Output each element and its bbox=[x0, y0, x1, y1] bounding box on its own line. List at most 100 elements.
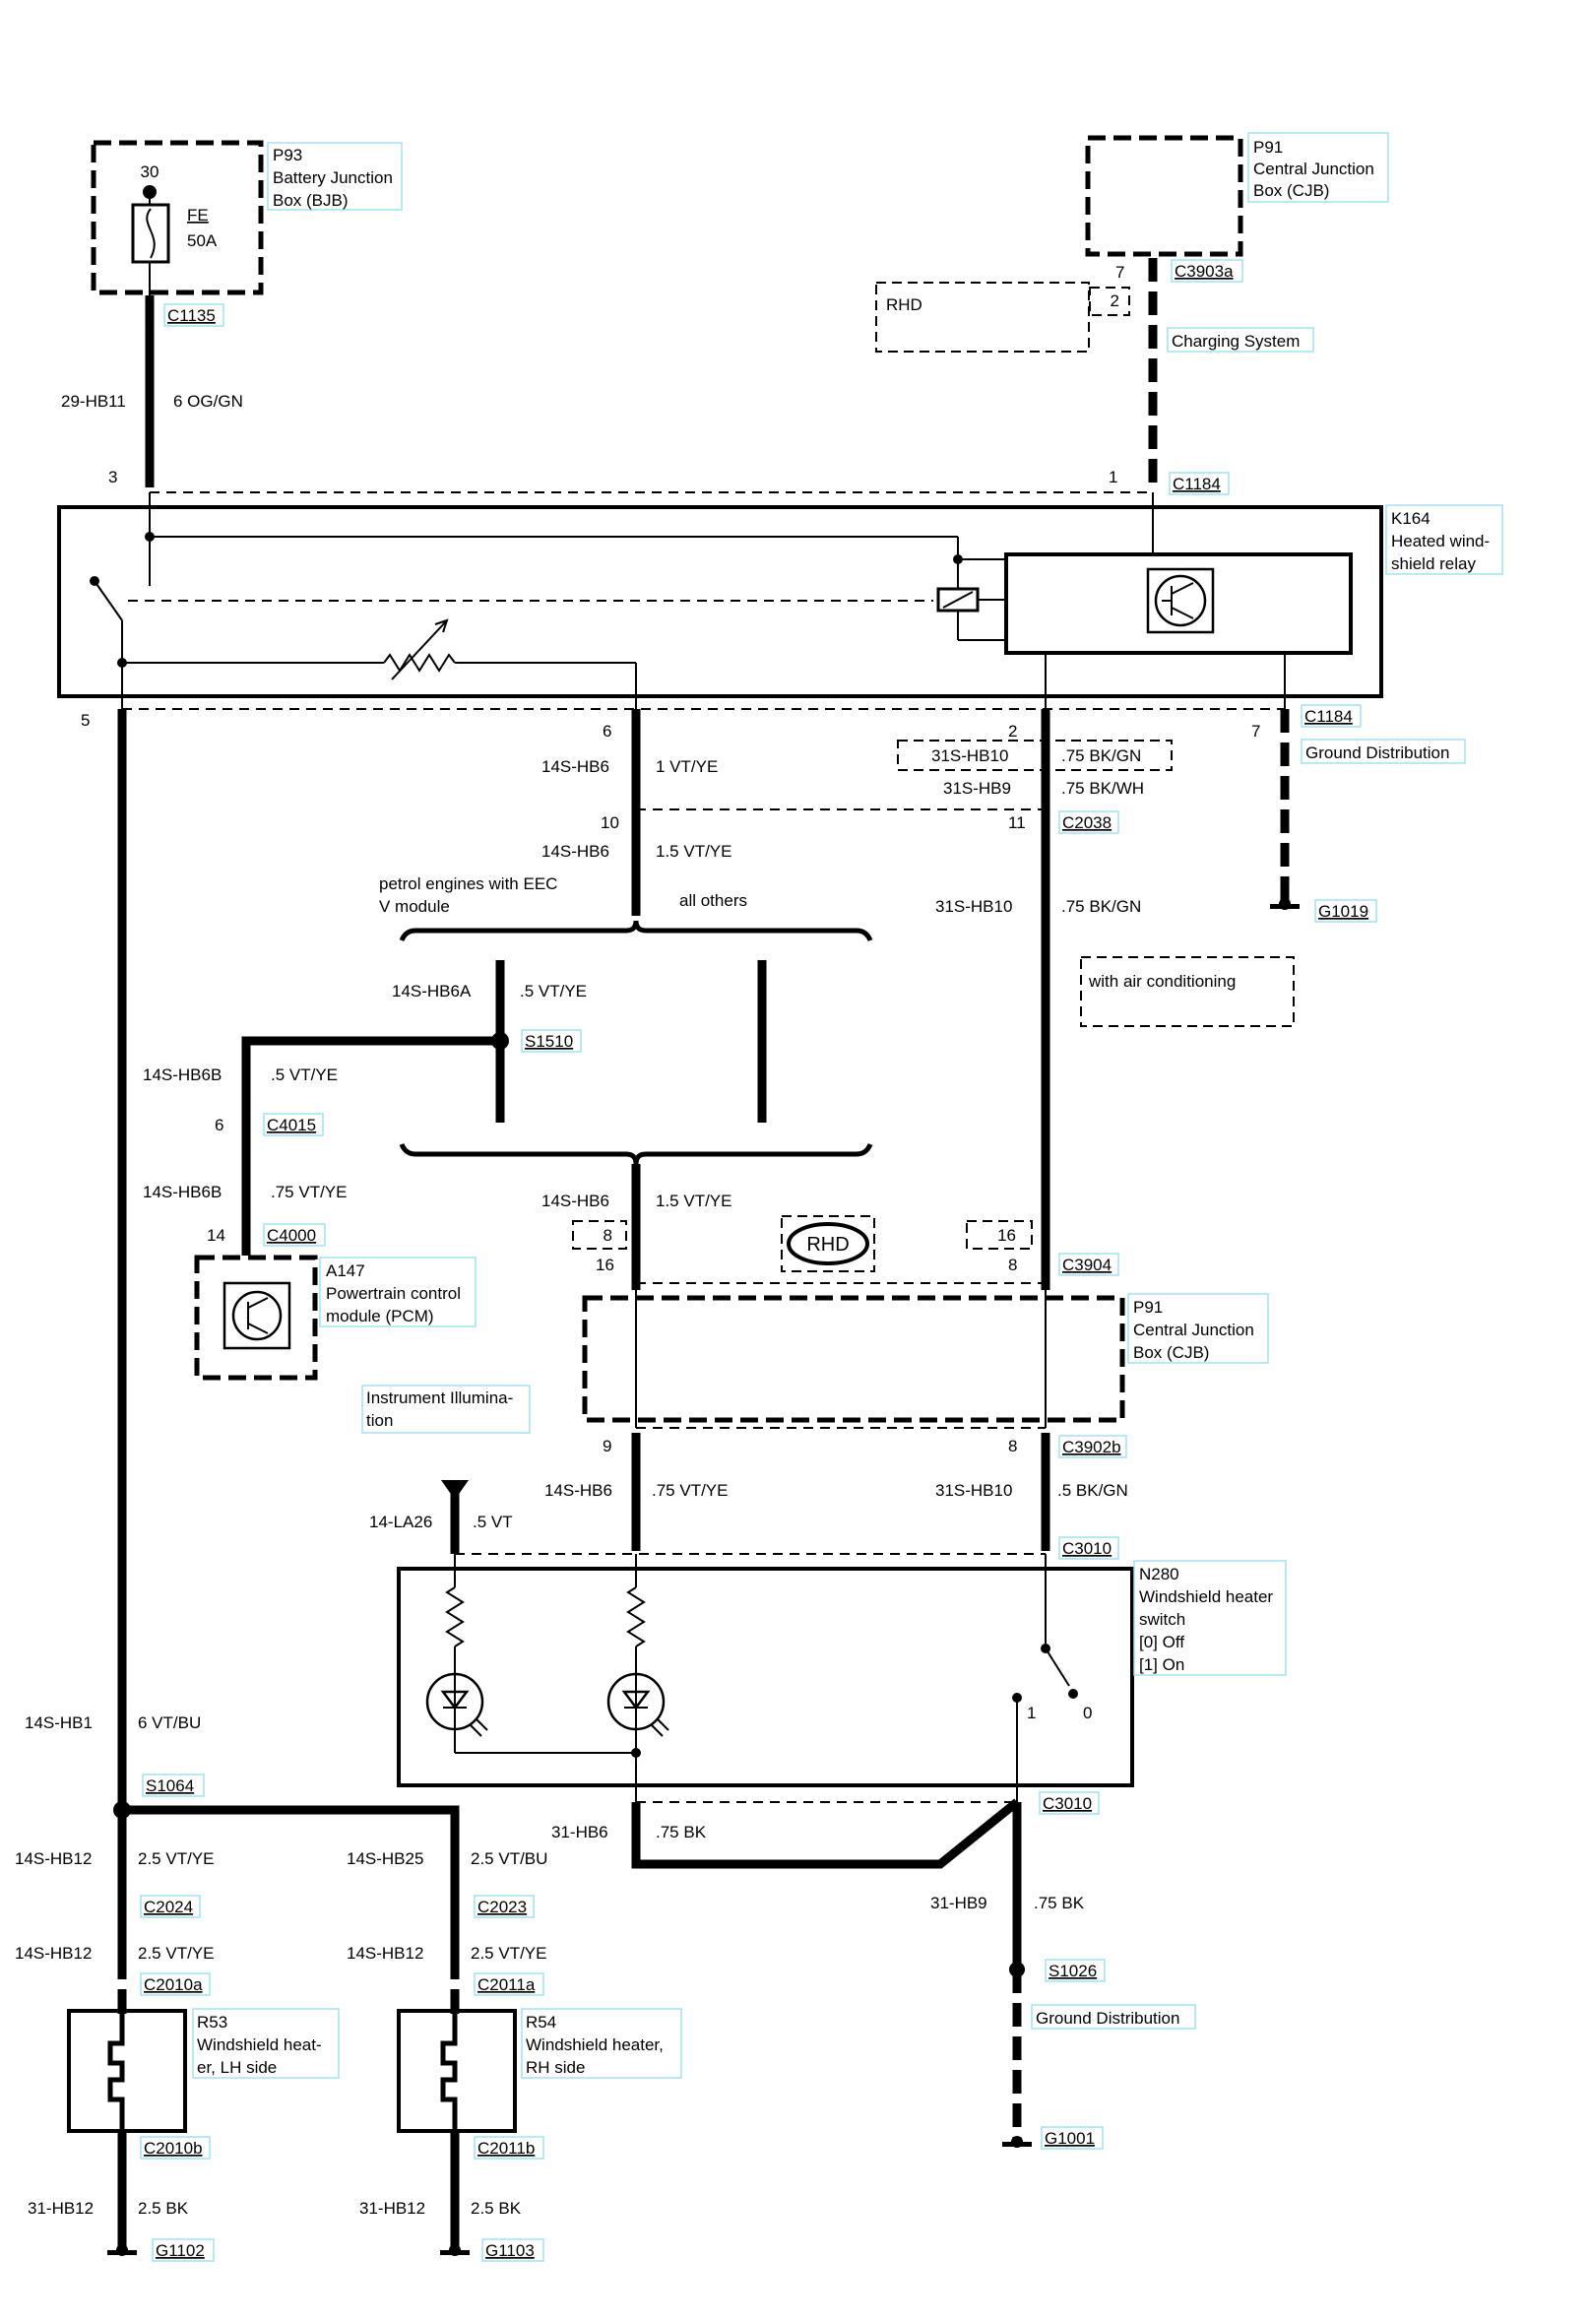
wire-w3-spec: .75 BK/GN bbox=[1061, 746, 1141, 765]
wire-29-hb11-spec: 6 OG/GN bbox=[173, 392, 243, 411]
connector-c2010b[interactable]: C2010b bbox=[144, 2139, 203, 2158]
c4000-pin: 14 bbox=[207, 1226, 225, 1245]
wire-w2-spec: 1 VT/YE bbox=[656, 757, 718, 776]
wire-w9-circuit: 14S-HB6B bbox=[143, 1183, 222, 1201]
wire-w7-circuit: 14S-HB6A bbox=[392, 982, 472, 1001]
a147-powertrain-control-module bbox=[194, 1255, 318, 1381]
with-ac-label: with air conditioning bbox=[1088, 972, 1236, 991]
wire-w3-circuit: 31S-HB10 bbox=[931, 746, 1008, 765]
c3902b-pin-8: 8 bbox=[1008, 1437, 1017, 1455]
ground-g1102[interactable]: G1102 bbox=[156, 2241, 205, 2260]
a147-name-2: module (PCM) bbox=[326, 1307, 434, 1325]
wire-w11-spec: .75 VT/YE bbox=[652, 1481, 728, 1500]
branch-left-label-2: V module bbox=[379, 897, 450, 916]
p93-ref: P93 bbox=[273, 146, 302, 164]
switch-position-0: 0 bbox=[1083, 1704, 1092, 1722]
connector-c2038[interactable]: C2038 bbox=[1062, 813, 1112, 832]
wire-w13-spec: .5 VT bbox=[473, 1513, 513, 1531]
ground-g1001[interactable]: G1001 bbox=[1045, 2129, 1095, 2148]
connector-c2011a[interactable]: C2011a bbox=[477, 1975, 536, 1994]
p91-mid-ref: P91 bbox=[1133, 1298, 1163, 1317]
k164-pin-5: 5 bbox=[81, 711, 90, 730]
rhd-mid-label: RHD bbox=[806, 1234, 849, 1256]
r53-name-2: er, LH side bbox=[197, 2058, 277, 2077]
splice-s1510[interactable]: S1510 bbox=[525, 1032, 573, 1051]
wire-w16-circuit: 14S-HB12 bbox=[15, 1849, 92, 1868]
a147-ref: A147 bbox=[326, 1261, 365, 1280]
connector-c1184-bottom[interactable]: C1184 bbox=[1304, 707, 1353, 726]
p93-pin-30: 30 bbox=[141, 162, 159, 181]
n280-ref: N280 bbox=[1139, 1565, 1179, 1583]
fuse-rating: 50A bbox=[187, 231, 218, 250]
wire-w4-circuit: 31S-HB9 bbox=[943, 779, 1011, 798]
p91-mid-name-1: Central Junction bbox=[1133, 1321, 1254, 1339]
k164-name-2: shield relay bbox=[1391, 554, 1476, 573]
wire-w11-circuit: 14S-HB6 bbox=[544, 1481, 612, 1500]
wire-29-hb11-circuit: 29-HB11 bbox=[61, 392, 126, 411]
wire-w19-spec: 2.5 VT/YE bbox=[138, 1944, 214, 1963]
connector-c2011b[interactable]: C2011b bbox=[477, 2139, 535, 2158]
wire-w7-spec: .5 VT/YE bbox=[520, 982, 587, 1001]
connector-c3904[interactable]: C3904 bbox=[1062, 1256, 1112, 1274]
pcm-transistor-icon bbox=[222, 1281, 291, 1350]
wire-w6-circuit: 31S-HB10 bbox=[935, 897, 1012, 916]
with-ac-option-box bbox=[1080, 956, 1295, 1027]
k164-pin-6: 6 bbox=[603, 722, 611, 741]
heater-element-icon-2 bbox=[440, 2014, 458, 2129]
wire-w16-spec: 2.5 VT/YE bbox=[138, 1849, 214, 1868]
wire-w8-circuit: 14S-HB6B bbox=[143, 1065, 222, 1084]
variant-branch: petrol engines with EEC V module all oth… bbox=[379, 874, 873, 1165]
connector-c1135[interactable]: C1135 bbox=[167, 306, 216, 325]
c3903a-pin-2: 2 bbox=[1111, 291, 1119, 310]
k164-pin-3: 3 bbox=[108, 468, 117, 486]
p91-mid-name-2: Box (CJB) bbox=[1133, 1343, 1209, 1362]
connector-c3903a[interactable]: C3903a bbox=[1175, 262, 1234, 281]
splice-s1026[interactable]: S1026 bbox=[1049, 1962, 1097, 1980]
connector-c3010-top[interactable]: C3010 bbox=[1062, 1539, 1112, 1558]
wire-w5-circuit: 14S-HB6 bbox=[541, 842, 609, 861]
wire-w20-circuit: 14S-HB12 bbox=[347, 1944, 423, 1963]
wire-w18-circuit: 31-HB9 bbox=[930, 1894, 987, 1912]
ground-g1103[interactable]: G1103 bbox=[485, 2241, 535, 2260]
connector-c2010a[interactable]: C2010a bbox=[144, 1975, 203, 1994]
connector-c2024[interactable]: C2024 bbox=[144, 1898, 193, 1916]
wire-w22-spec: 2.5 BK bbox=[471, 2199, 522, 2218]
wire-w8-spec: .5 VT/YE bbox=[271, 1065, 338, 1084]
ground-g1019[interactable]: G1019 bbox=[1318, 902, 1368, 921]
connector-c4000[interactable]: C4000 bbox=[267, 1226, 316, 1245]
r53-ref: R53 bbox=[197, 2013, 227, 2032]
k164-ref: K164 bbox=[1391, 509, 1430, 528]
p91-central-junction-box-top: P91 Central Junction Box (CJB) bbox=[1085, 132, 1389, 257]
wire-w9-spec: .75 VT/YE bbox=[271, 1183, 347, 1201]
p93-name-1: Battery Junction bbox=[273, 168, 393, 187]
transistor-icon bbox=[1146, 567, 1215, 634]
wire-w4-spec: .75 BK/WH bbox=[1061, 779, 1144, 798]
r53-windshield-heater-lh bbox=[67, 1989, 187, 2250]
wire-w6-spec: .75 BK/GN bbox=[1061, 897, 1141, 916]
ground-g1019-icon bbox=[1279, 898, 1291, 910]
k164-heated-windshield-relay bbox=[57, 492, 1383, 709]
connector-c3010-bottom[interactable]: C3010 bbox=[1043, 1794, 1092, 1813]
splice-s1064[interactable]: S1064 bbox=[146, 1776, 194, 1795]
connector-c2023[interactable]: C2023 bbox=[477, 1898, 527, 1916]
c3904-pin-16a: 16 bbox=[596, 1256, 614, 1274]
wire-w15-spec: .75 BK bbox=[656, 1823, 707, 1841]
connector-c3902b[interactable]: C3902b bbox=[1062, 1438, 1121, 1456]
ground-distribution-2: Ground Distribution bbox=[1036, 2009, 1179, 2028]
wire-w21-circuit: 31-HB12 bbox=[28, 2199, 94, 2218]
wire-w10-circuit: 14S-HB6 bbox=[541, 1192, 609, 1210]
connector-c1184-top[interactable]: C1184 bbox=[1173, 475, 1221, 493]
k164-pin-7: 7 bbox=[1251, 722, 1260, 741]
n280-name-2: switch bbox=[1139, 1610, 1185, 1629]
ground-g1001-icon bbox=[1011, 2136, 1023, 2148]
connector-c4015[interactable]: C4015 bbox=[267, 1116, 316, 1134]
ptc-resistor-icon bbox=[383, 653, 456, 673]
wire-w21-spec: 2.5 BK bbox=[138, 2199, 189, 2218]
wire-w18-spec: .75 BK bbox=[1034, 1894, 1085, 1912]
p93-name-2: Box (BJB) bbox=[273, 191, 349, 210]
r53-name-1: Windshield heat- bbox=[197, 2035, 322, 2054]
rhd-option-box bbox=[875, 282, 1090, 353]
r54-name-1: Windshield heater, bbox=[526, 2035, 664, 2054]
wire-w20-spec: 2.5 VT/YE bbox=[471, 1944, 546, 1963]
k164-pin-2: 2 bbox=[1008, 722, 1017, 741]
